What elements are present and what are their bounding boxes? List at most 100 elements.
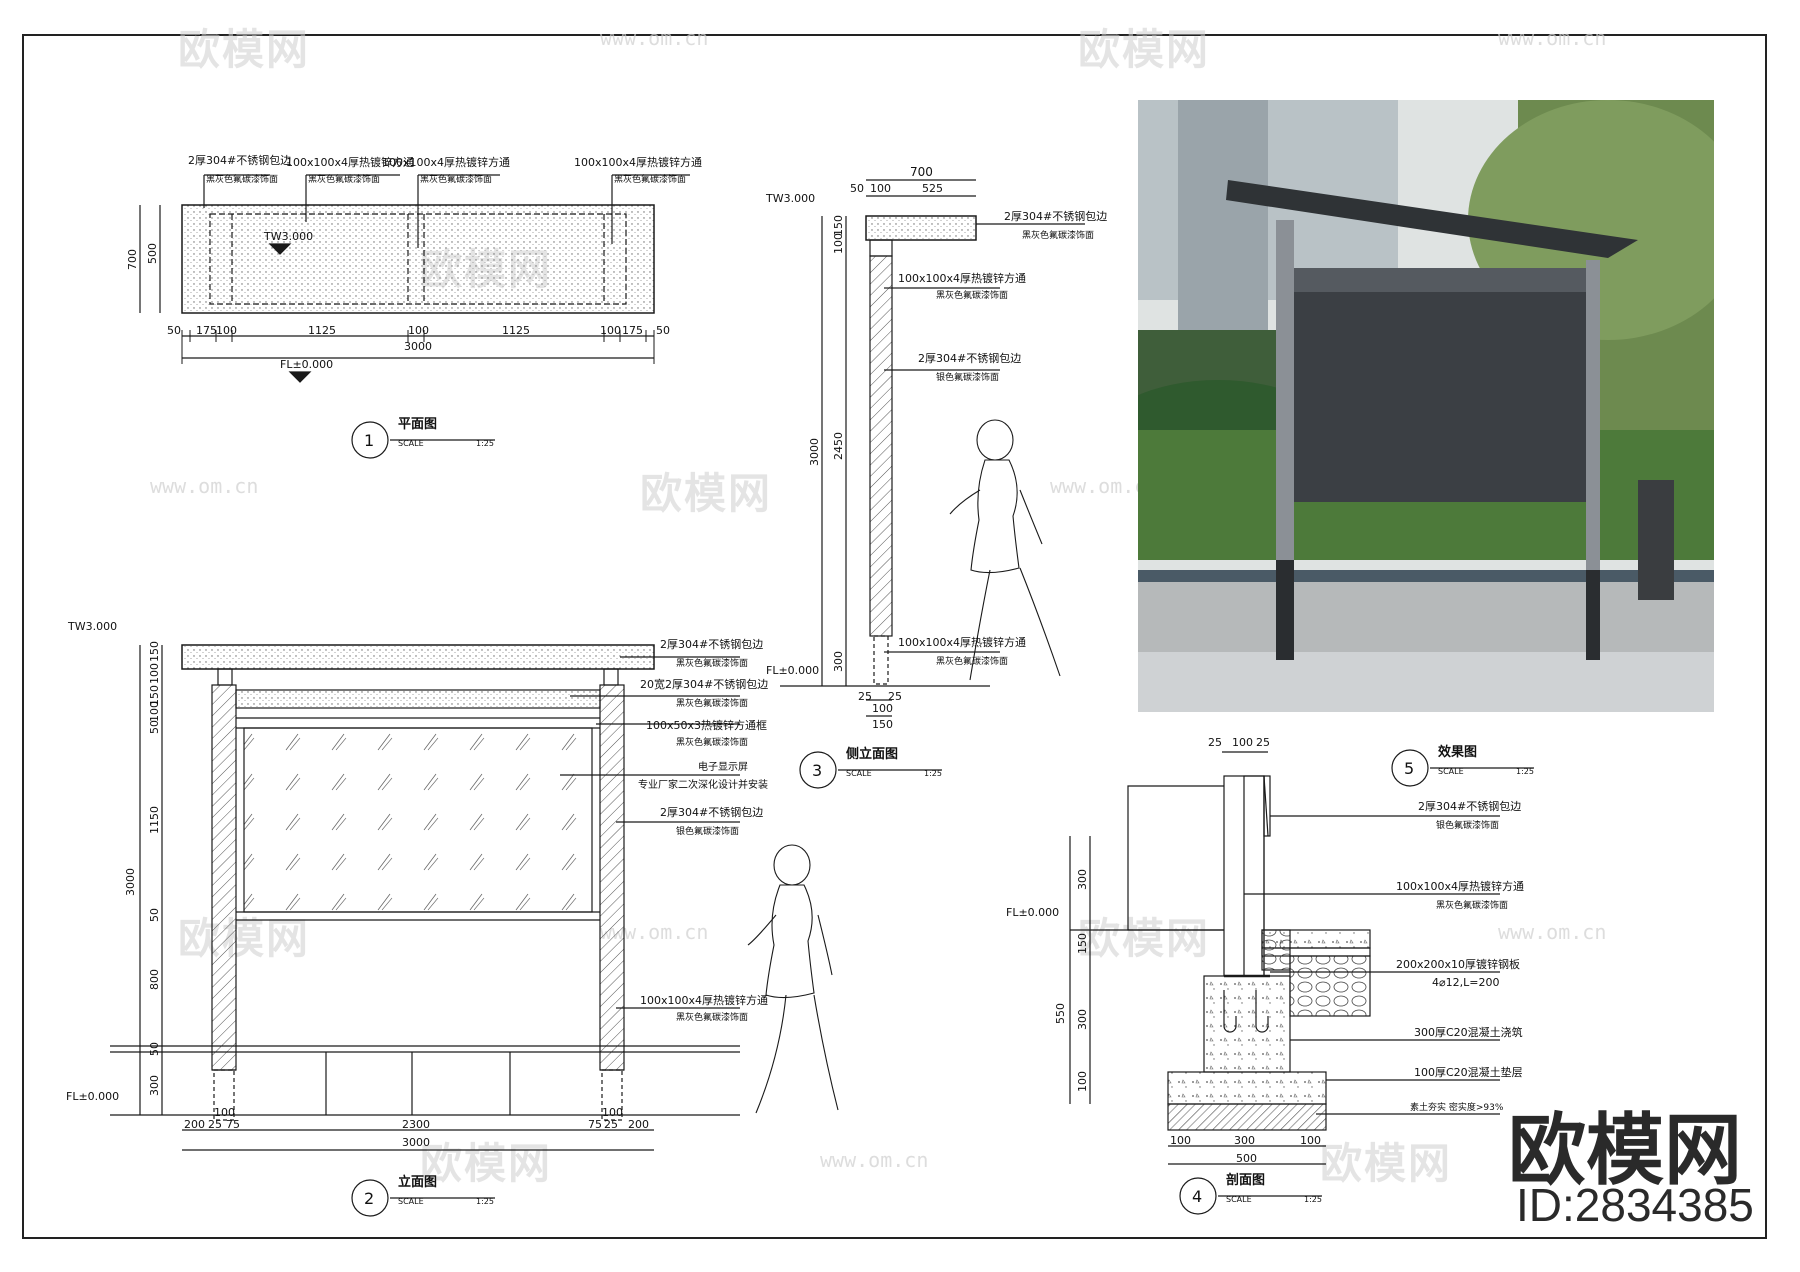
plan-label: 2厚304#不锈钢包边 [188,154,291,167]
side-label: 黑灰色氟碳漆饰面 [936,289,1008,301]
elev-dim: 75 [226,1118,240,1131]
elev-label: 100x50x3热镀锌方通框 [646,718,767,732]
scale-value: 1:25 [476,1197,494,1206]
elev-dim: 50 [148,1042,161,1056]
elev-dim: 1150 [148,806,161,834]
side-label: 100x100x4厚热镀锌方通 [898,271,1026,285]
brand-logo-text: 欧模网 [1508,1106,1743,1196]
plan-label: 100x100x4厚热镀锌方通 [286,155,414,169]
elev-dim: 200 [628,1118,649,1131]
side-dim: 150 [872,718,893,731]
elev-label: 黑灰色氟碳漆饰面 [676,736,748,748]
plan-label: 100x100x4厚热镀锌方通 [382,155,510,169]
elev-dim: 150 [148,685,161,706]
side-dim: 25 [858,690,872,703]
watermark-url: www.om.cn [820,1148,929,1172]
plan-view [139,174,690,459]
elev-dim: 75 [588,1118,602,1131]
elev-dim: 100 [148,701,161,722]
plan-dim-total: 3000 [404,340,432,353]
effect-view-number: 5 [1404,759,1414,778]
human-figure-side [949,419,1061,681]
side-dim: 25 [888,690,902,703]
drawing-frame [22,34,1767,1239]
elev-dim: 800 [148,969,161,990]
side-dim: 100 [832,233,845,254]
elev-dim: 2300 [402,1118,430,1131]
section-dim-total: 550 [1054,1003,1067,1024]
plan-dim-left: 500 [146,243,159,264]
section-dim: 100 [1170,1134,1191,1147]
side-view-number: 3 [812,761,822,780]
plan-label: 黑灰色氟碳漆饰面 [420,173,492,185]
section-dim: 300 [1076,869,1089,890]
scale-label: SCALE [1226,1195,1252,1204]
scale-label: SCALE [398,1197,424,1206]
elev-dim: 300 [148,1075,161,1096]
plan-view-number: 1 [364,431,374,450]
plan-dim-left: 700 [126,249,139,270]
elev-dim: 100 [602,1106,623,1119]
elev-label: 黑灰色氟碳漆饰面 [676,657,748,669]
watermark-text: 欧模网 [178,25,311,74]
section-view-number: 4 [1192,1187,1202,1206]
plan-label: 100x100x4厚热镀锌方通 [574,155,702,169]
effect-view-title: 效果图 [1438,744,1477,760]
section-label: 200x200x10厚镀锌钢板 [1396,957,1520,971]
watermark-text: 欧模网 [640,469,773,518]
plan-dim: 50 [656,324,670,337]
side-label: 黑灰色氟碳漆饰面 [936,655,1008,667]
scale-value: 1:25 [1304,1195,1322,1204]
elev-level: FL±0.000 [66,1090,119,1103]
elev-dim: 200 [184,1118,205,1131]
section-label: 100厚C20混凝土垫层 [1414,1065,1523,1079]
elev-dim: 100 [214,1106,235,1119]
plan-label: 黑灰色氟碳漆饰面 [614,173,686,185]
plan-view-title: 平面图 [398,417,437,432]
side-view-title: 侧立面图 [846,746,898,762]
elev-dim: 150 [148,641,161,662]
elev-dim: 25 [604,1118,618,1131]
scale-value: 1:25 [476,439,494,448]
side-elevation-view [780,179,1085,789]
side-label: 2厚304#不锈钢包边 [918,352,1021,365]
plan-dim: 100 [600,324,621,337]
section-label: 4⌀12,L=200 [1432,976,1499,989]
section-label: 100x100x4厚热镀锌方通 [1396,879,1524,893]
elev-dim-total: 3000 [124,868,137,896]
elev-dim: 50 [148,720,161,734]
plan-dim: 100 [216,324,237,337]
elev-label: 黑灰色氟碳漆饰面 [676,697,748,709]
scale-label: SCALE [1438,767,1464,776]
side-dim: 525 [922,182,943,195]
watermark-text: 欧模网 [1320,1139,1453,1188]
plan-label: 黑灰色氟碳漆饰面 [308,173,380,185]
watermark-url: www.om.cn [1498,26,1607,50]
plan-dim: 175 [622,324,643,337]
side-dim: 100 [870,182,891,195]
watermark-text: 欧模网 [1078,914,1211,963]
plan-dim: 50 [167,324,181,337]
side-level: TW3.000 [765,192,815,205]
side-level: FL±0.000 [766,664,819,677]
section-dim: 300 [1234,1134,1255,1147]
side-dim-total: 3000 [808,438,821,466]
section-dim: 300 [1076,1009,1089,1030]
elev-dim-total: 3000 [402,1136,430,1149]
elev-dim: 25 [208,1118,222,1131]
elev-label: 100x100x4厚热镀锌方通 [640,993,768,1007]
section-dim: 25 [1208,736,1222,749]
watermark-url: www.om.cn [150,474,259,498]
elev-view-title: 立面图 [398,1174,437,1190]
elev-view-number: 2 [364,1189,374,1208]
elev-label: 银色氟碳漆饰面 [676,825,739,837]
section-label: 300厚C20混凝土浇筑 [1414,1025,1523,1039]
section-level: FL±0.000 [1006,906,1059,919]
section-label: 2厚304#不锈钢包边 [1418,800,1521,813]
scale-label: SCALE [846,769,872,778]
watermark-url: www.om.cn [1498,920,1607,944]
side-dim: 50 [850,182,864,195]
elev-level: TW3.000 [67,620,117,633]
scale-label: SCALE [398,439,424,448]
section-label: 素土夯实 密实度>93% [1410,1101,1504,1113]
